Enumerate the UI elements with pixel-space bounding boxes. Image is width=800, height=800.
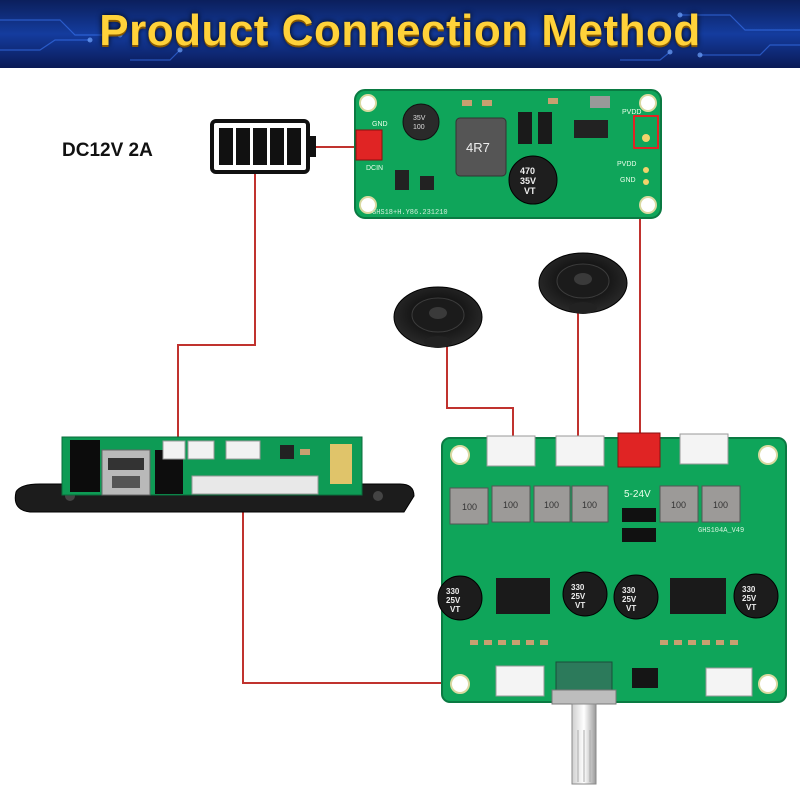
amp-audio-input-connector <box>495 665 545 697</box>
dcdc-inductor-label: 4R7 <box>466 140 490 155</box>
title-banner: Product Connection Method <box>0 0 800 68</box>
board-label: 100 <box>413 124 425 131</box>
board-label: 330 <box>622 586 636 595</box>
amp-inductors: 100 100 100 100 100 100 <box>449 485 741 525</box>
amp-speaker-connector-3 <box>679 433 729 465</box>
page-title: Product Connection Method <box>99 6 701 55</box>
dcdc-pin-gnd: GND <box>372 121 388 128</box>
dcdc-output-terminal <box>633 115 659 149</box>
amp-aux-connector <box>705 667 753 697</box>
board-label: VT <box>450 605 460 614</box>
battery-icon <box>210 119 316 174</box>
board-label: 330 <box>742 585 756 594</box>
dcdc-large-capacitor <box>508 155 558 205</box>
usb-port <box>101 449 151 496</box>
dcdc-silkscreen: GHS18+H.Y86.231210 <box>372 209 448 217</box>
dcdc-converter-board: GND DCIN 35V 100 4R7 470 35V VT PVDD PVD… <box>354 89 662 219</box>
board-label: 35V <box>520 176 536 186</box>
amplifier-board: 5-24V 100 100 100 100 100 100 GHS104A_V4… <box>437 432 787 705</box>
amp-ic-left <box>496 578 550 614</box>
wire-audio-out-to-amp <box>242 455 497 684</box>
dcdc-pin-dcin: DCIN <box>366 165 383 172</box>
dcdc-pin-gnd-2: GND <box>620 177 636 184</box>
speaker-left-icon <box>393 286 483 348</box>
amp-power-connector <box>617 432 661 468</box>
speaker-right-icon <box>538 252 628 314</box>
board-label: 25V <box>742 594 757 603</box>
board-label: 330 <box>571 583 585 592</box>
board-label: 100 <box>582 500 597 510</box>
dcdc-small-capacitor <box>402 103 440 141</box>
board-label: VT <box>575 601 585 610</box>
bt-audio-out-connector <box>225 440 261 460</box>
amp-voltage-label: 5-24V <box>624 489 651 500</box>
circuit-pattern-decoration <box>0 12 800 61</box>
amp-ic-right <box>670 578 726 614</box>
wire-speaker1 <box>446 345 514 438</box>
board-label: VT <box>524 186 536 196</box>
bluetooth-mp3-module <box>14 436 415 513</box>
dcdc-pin-pvdd-2: PVDD <box>617 161 636 168</box>
amp-speaker-connector-2 <box>555 435 605 467</box>
board-label: 25V <box>622 595 637 604</box>
dc-input-connector <box>355 129 383 161</box>
board-label: 330 <box>446 587 460 596</box>
volume-knob-shaft <box>571 703 597 785</box>
amp-speaker-connector-1 <box>486 435 536 467</box>
wire-battery-to-bt-module <box>177 172 256 450</box>
amp-silkscreen: GHS104A_V49 <box>698 527 744 535</box>
amp-capacitors: 330 25V VT 330 25V VT 330 25V VT 330 25V… <box>437 571 779 621</box>
board-label: 100 <box>544 500 559 510</box>
board-label: 35V <box>413 115 426 122</box>
dcdc-pin-pvdd: PVDD <box>622 109 641 116</box>
board-label: 25V <box>571 592 586 601</box>
board-label: VT <box>746 603 756 612</box>
board-label: 100 <box>462 502 477 512</box>
power-label: DC12V 2A <box>62 140 153 161</box>
bt-speaker-connector <box>187 440 215 460</box>
board-label: 100 <box>671 500 686 510</box>
board-label: 470 <box>520 166 535 176</box>
bt-power-connector <box>162 440 186 460</box>
dcdc-inductor <box>455 117 507 177</box>
board-label: 100 <box>713 500 728 510</box>
board-label: 100 <box>503 500 518 510</box>
board-label: VT <box>626 604 636 613</box>
board-label: 25V <box>446 596 461 605</box>
